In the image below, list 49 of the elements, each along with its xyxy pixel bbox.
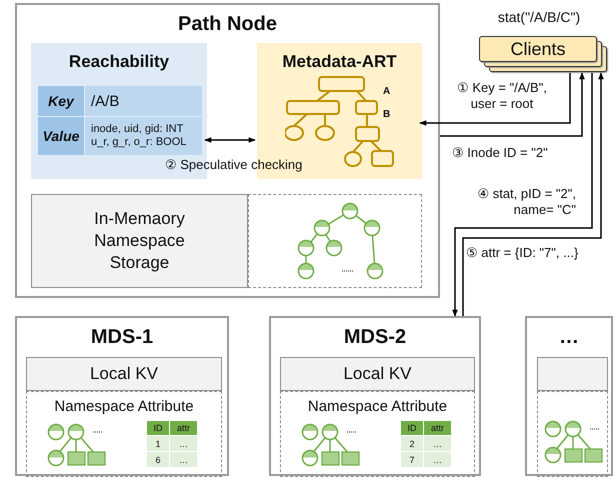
- process-box: [280, 357, 475, 391]
- panel-title: MDS-2: [344, 326, 406, 349]
- dashed-box: [26, 391, 222, 477]
- dashed-box: [280, 391, 475, 477]
- table-cell: …: [170, 436, 197, 451]
- container-panel: [269, 316, 481, 476]
- container-panel: [525, 316, 613, 476]
- table-cell: 6: [147, 452, 169, 467]
- table-cell: inode, uid, gid: INT u_r, g_r, o_r: BOOL: [85, 117, 202, 155]
- arrow: [419, 73, 571, 126]
- table-header-cell: Value: [38, 117, 84, 155]
- table-cell: …: [424, 436, 451, 451]
- panel-title: …: [559, 326, 579, 349]
- node-label: Clients: [509, 38, 567, 61]
- dashed-box: [248, 194, 422, 288]
- panel-title: Path Node: [178, 13, 277, 36]
- table-cell: …: [424, 452, 451, 467]
- edge-label: ② Speculative checking: [165, 157, 302, 173]
- table-header-cell: Key: [38, 86, 84, 116]
- letter-label: B: [383, 109, 390, 120]
- table-cell: 1: [147, 436, 169, 451]
- table-cell: /A/B: [85, 86, 202, 116]
- panel-title: Reachability: [68, 52, 170, 72]
- table-header-cell: attr: [170, 421, 197, 435]
- process-box: [537, 357, 608, 391]
- table-cell: 2: [401, 436, 423, 451]
- node-label: Local KV: [342, 363, 413, 385]
- caption-text: stat("/A/B/C"): [496, 9, 582, 25]
- table-header-cell: ID: [401, 421, 423, 435]
- process-box: [26, 357, 222, 391]
- arrow: [440, 72, 585, 137]
- panel-title: MDS-1: [90, 326, 154, 349]
- container-panel: [15, 3, 440, 298]
- table-header-cell: attr: [424, 421, 451, 435]
- arrow: [204, 137, 256, 143]
- panel-title: Namespace Attribute: [54, 398, 194, 415]
- panel-title: Metadata-ART: [282, 52, 397, 72]
- node-label: Local KV: [88, 363, 160, 385]
- stacked-cards: [479, 36, 607, 73]
- letter-label: A: [383, 86, 390, 97]
- table-cell: 7: [401, 452, 423, 467]
- table-header-cell: ID: [147, 421, 169, 435]
- table-cell: …: [170, 452, 197, 467]
- container-panel: [15, 316, 229, 476]
- edge-label: ⑤ attr = {ID: "7", ...}: [466, 245, 578, 261]
- process-box: [31, 194, 248, 288]
- panel-title: Namespace Attribute: [308, 398, 448, 415]
- dashed-box: [537, 391, 608, 477]
- node-label: In-Memaory Namespace Storage: [93, 208, 186, 274]
